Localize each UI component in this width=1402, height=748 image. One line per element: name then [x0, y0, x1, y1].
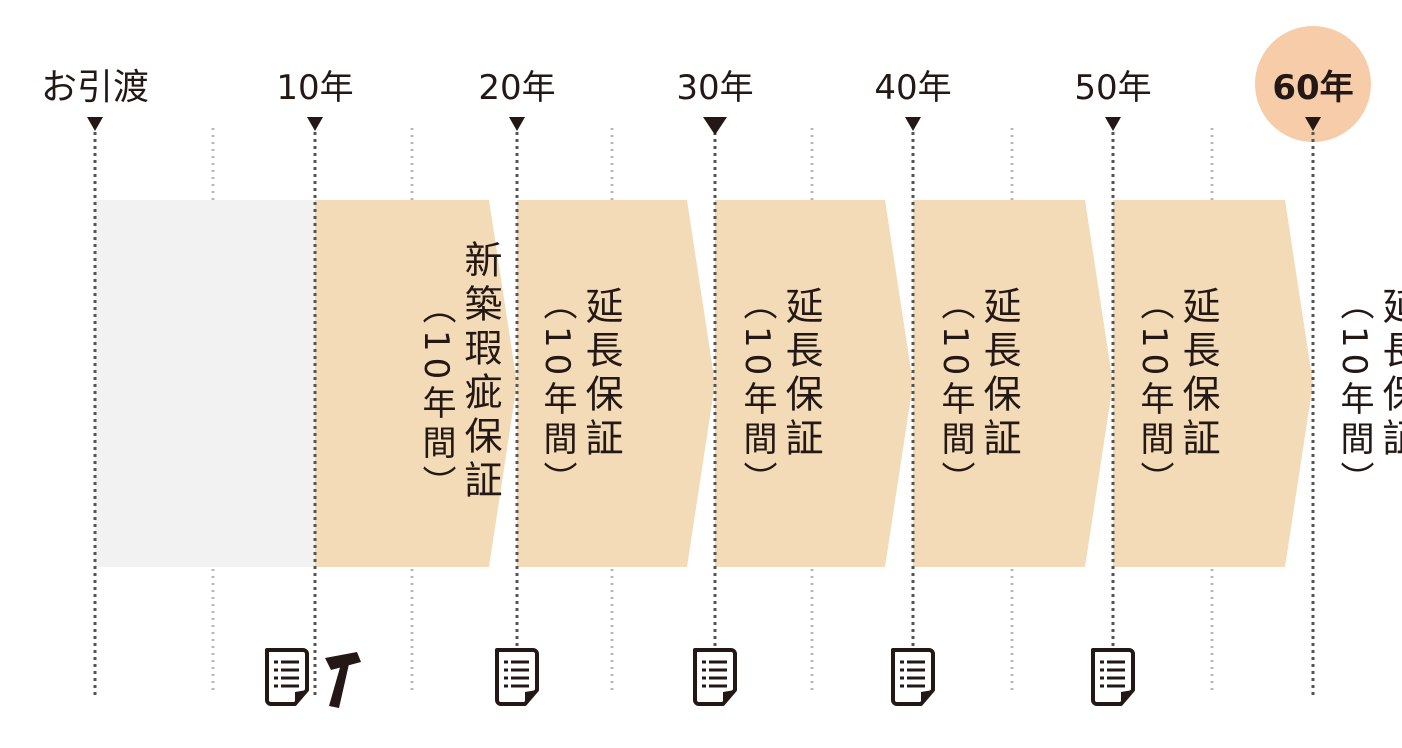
document-icon [693, 648, 737, 706]
document-icon [891, 648, 935, 706]
document-icon [1091, 648, 1135, 706]
period-text: 新築瑕疵保証（10年間） [161, 240, 502, 506]
milestone-label: 50年 [1074, 68, 1152, 108]
triangle-marker-icon [87, 117, 103, 131]
extended-warranty-band [1113, 200, 1313, 567]
triangle-marker-icon [905, 117, 921, 131]
triangle-marker-icon [509, 117, 525, 131]
initial-warranty-band [95, 200, 315, 567]
milestone-label: 60年 [1272, 68, 1354, 108]
triangle-marker-icon [1305, 117, 1321, 131]
milestone-label: 20年 [478, 68, 556, 108]
triangle-marker-icon [1105, 117, 1121, 131]
extended-warranty-band [715, 200, 913, 567]
triangle-marker-icon [307, 117, 323, 131]
milestone-label: 30年 [676, 68, 754, 108]
triangle-marker-icon [703, 117, 727, 135]
period-text: 延長保証（10年間） [1155, 286, 1402, 501]
period-text: 延長保証（10年間） [756, 286, 1021, 502]
period-duration: （10年間） [416, 290, 456, 506]
period-title: 新築瑕疵保証 [458, 240, 502, 504]
period-duration: （10年間） [537, 286, 577, 502]
milestone-label: 10年 [276, 68, 354, 108]
period-duration: （10年間） [737, 286, 777, 502]
milestone-label: お引渡 [40, 67, 150, 108]
milestone-label: 40年 [874, 68, 952, 108]
hammer-icon [325, 652, 361, 708]
extended-warranty-band [315, 200, 517, 567]
period-title: 延長保証 [779, 286, 823, 462]
period-title: 延長保証 [977, 286, 1021, 462]
period-text: 延長保証（10年間） [358, 286, 623, 502]
document-icon [495, 648, 539, 706]
period-text: 延長保証（10年間） [955, 286, 1220, 502]
period-title: 延長保証 [1176, 286, 1220, 462]
extended-warranty-band [913, 200, 1113, 567]
period-title: 延長保証 [1376, 286, 1402, 462]
period-duration: （10年間） [935, 286, 975, 502]
document-icon [265, 648, 309, 706]
period-title: 延長保証 [579, 286, 623, 462]
period-duration: （10年間） [1334, 286, 1374, 502]
highlight-circle [1255, 26, 1371, 142]
extended-warranty-band [517, 200, 715, 567]
period-text: 延長保証（10年間） [558, 286, 823, 502]
period-duration: （10年間） [1134, 286, 1174, 502]
